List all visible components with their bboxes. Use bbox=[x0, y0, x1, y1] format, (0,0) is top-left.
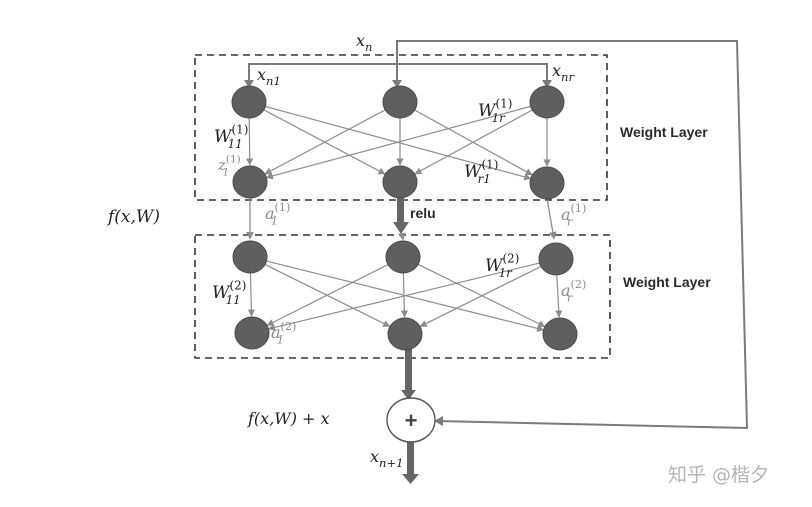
final-output-shaft bbox=[407, 442, 414, 477]
weight-label-w1r-2: W(2)1r bbox=[485, 252, 519, 280]
watermark: 知乎 @楷夕 bbox=[668, 464, 769, 486]
layer-1-edge-2-3 bbox=[412, 108, 533, 176]
layer-1-edge-1-2 bbox=[261, 108, 386, 175]
layer-1-edge-1-1 bbox=[246, 116, 254, 166]
layer-2-edge-1-1 bbox=[247, 271, 255, 317]
relu-thick-arrow-shaft bbox=[397, 197, 404, 223]
function-label: f(x,W) bbox=[106, 207, 160, 227]
activation-label-ar-1: a(1)r bbox=[561, 202, 586, 229]
input-label-xnr: xnr bbox=[552, 61, 575, 84]
neuron-r1-c1 bbox=[231, 85, 267, 119]
skip-connection-path bbox=[396, 40, 749, 430]
input-bus bbox=[248, 42, 548, 83]
neuron-r1-c3 bbox=[529, 85, 565, 119]
neuron-r2-c2 bbox=[382, 165, 418, 199]
weight-layer-2-title: Weight Layer bbox=[623, 274, 711, 290]
plus-symbol: + bbox=[405, 408, 418, 433]
weight-label-wr1-1: W(1)r1 bbox=[464, 158, 498, 186]
weight-label-w11-2: W(2)11 bbox=[212, 279, 246, 307]
neuron-r1-c2 bbox=[382, 85, 418, 119]
relu-thin-arrow bbox=[397, 232, 406, 241]
neurons bbox=[231, 85, 578, 351]
activation-label-a1-1: a(1)1 bbox=[265, 201, 290, 228]
input-label-xn: xn bbox=[356, 31, 372, 54]
layer-2-edge-3-2 bbox=[419, 264, 544, 327]
output-thick-arrow-shaft bbox=[405, 349, 412, 394]
relu-thick-arrow-head bbox=[393, 222, 409, 234]
sum-node bbox=[386, 397, 436, 443]
activation-label-a1-2: a(2)1 bbox=[271, 320, 296, 347]
layer-1-edges bbox=[246, 105, 551, 181]
layer-2-edge-2-3 bbox=[415, 262, 546, 328]
skip-connection-arrowhead bbox=[434, 416, 443, 426]
relu-label: relu bbox=[410, 205, 436, 221]
final-output-head bbox=[402, 474, 419, 484]
weight-layer-1-title: Weight Layer bbox=[620, 124, 708, 140]
neuron-r4-c2 bbox=[387, 317, 423, 351]
activation-edge-last bbox=[546, 197, 557, 240]
layer-1-edge-2-1 bbox=[264, 108, 388, 175]
activation-label-ar-2: a(2)r bbox=[561, 278, 586, 305]
neuron-r4-c1 bbox=[234, 316, 270, 350]
input-arrowheads bbox=[244, 80, 552, 88]
layer-2-edge-2-2 bbox=[400, 271, 408, 318]
layer-2-edges bbox=[247, 259, 563, 332]
output-label: xn+1 bbox=[370, 447, 403, 470]
neuron-r4-c3 bbox=[542, 317, 578, 351]
layer-2-edge-2-1 bbox=[266, 262, 391, 326]
pre-activation-label-z1: z(1)1 bbox=[217, 154, 241, 179]
sum-label: f(x,W) + x bbox=[247, 409, 330, 428]
layer-1-edge-3-1 bbox=[265, 105, 534, 180]
layer-2-edge-3-1 bbox=[267, 261, 543, 331]
neuron-r3-c1 bbox=[232, 240, 268, 274]
layer-1-edge-3-2 bbox=[414, 108, 535, 175]
input-label-xn1: xn1 bbox=[257, 65, 281, 88]
weight-label-w1r-1: W(1)1r bbox=[478, 97, 512, 125]
neuron-r3-c2 bbox=[385, 240, 421, 274]
output-thick-arrow-head bbox=[401, 390, 416, 400]
neuron-r2-c1 bbox=[232, 165, 268, 199]
layer-2-edge-3-3 bbox=[555, 273, 563, 318]
neuron-r2-c3 bbox=[529, 166, 565, 200]
neuron-r3-c3 bbox=[538, 242, 574, 276]
weight-label-w11-1: W(1)11 bbox=[214, 123, 248, 151]
